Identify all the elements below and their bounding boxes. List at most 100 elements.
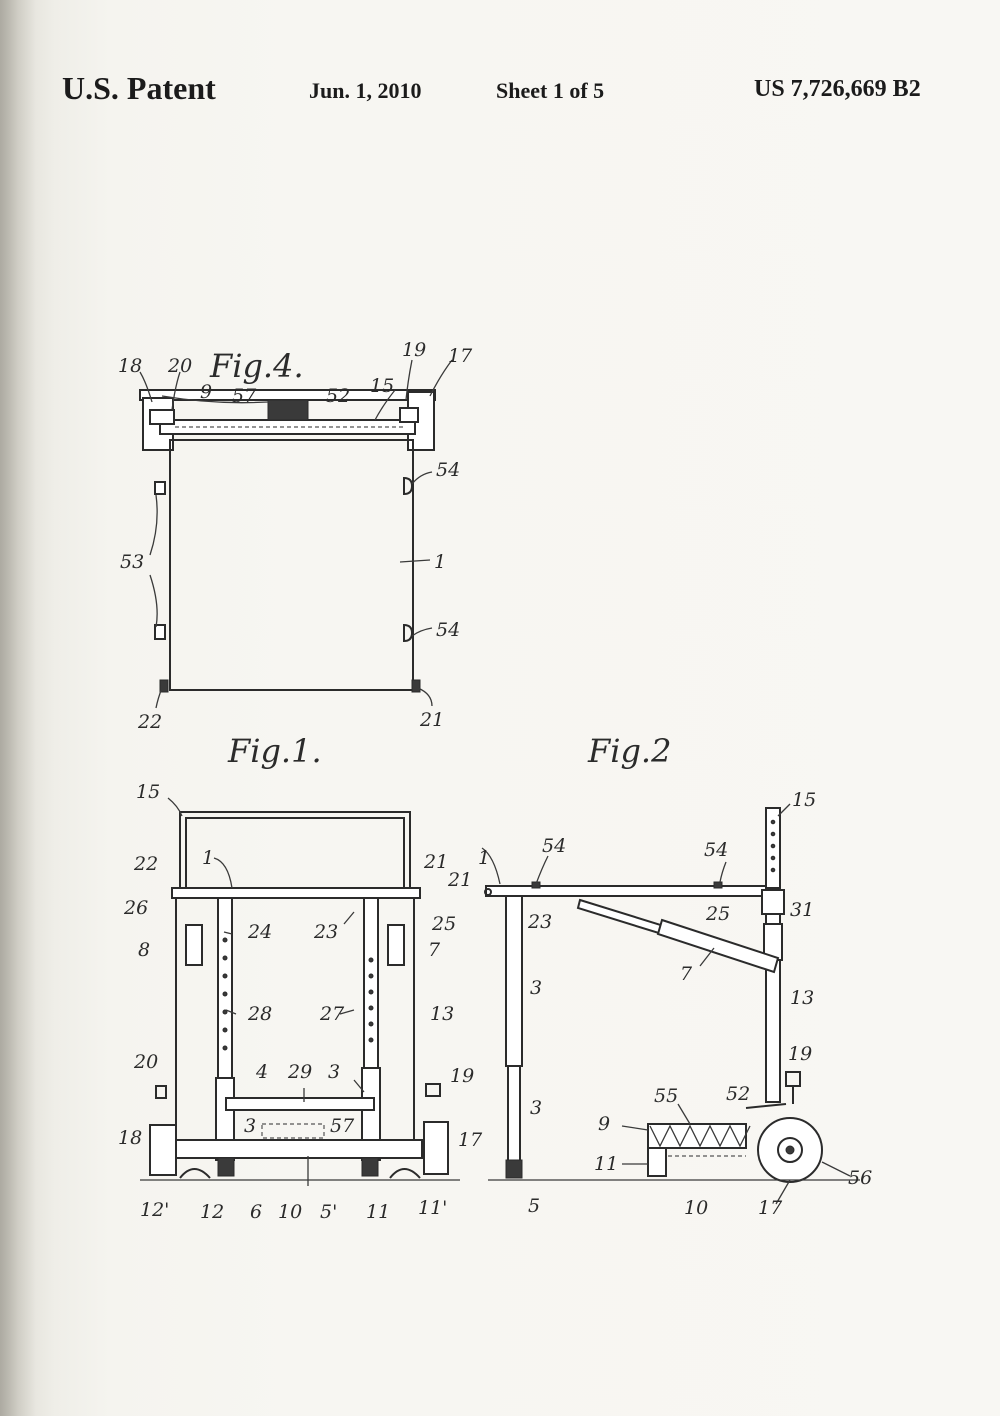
fig4-board	[169, 439, 414, 691]
fig2-ref-19: 19	[788, 1043, 812, 1065]
fig2-ref-1: 1	[478, 847, 490, 869]
fig4-leader-9	[161, 395, 283, 404]
figure-4: Fig.4.	[118, 339, 473, 733]
fig2-link-52	[745, 1103, 787, 1109]
fig2-ref-7: 7	[680, 963, 693, 985]
fig1-ref-28: 28	[247, 1003, 272, 1025]
fig4-leader-53	[149, 494, 158, 628]
fig4-ref-19: 19	[402, 339, 426, 361]
fig4-clamp	[267, 399, 309, 421]
fig2-leader-9	[621, 1125, 649, 1131]
fig4-ref-21: 21	[419, 709, 444, 731]
fig2-ref-23: 23	[527, 911, 552, 933]
header-sheet: Sheet 1 of 5	[496, 78, 605, 103]
fig1-ref-12: 12	[200, 1201, 224, 1223]
fig1-ref-1: 1	[202, 847, 214, 869]
fig4-leader-54a	[411, 471, 433, 485]
fig1-step-4	[225, 1097, 375, 1111]
fig2-ref-25: 25	[705, 903, 730, 925]
fig2-leg-upper	[505, 895, 523, 1067]
fig2-bracket-54b	[713, 881, 723, 889]
fig2-leg-lower	[507, 1065, 521, 1163]
page-binding-shadow	[0, 0, 36, 1416]
fig4-ref-54a: 54	[436, 459, 460, 481]
fig2-leader-55	[677, 1103, 691, 1125]
fig1-ref-4: 4	[255, 1061, 268, 1083]
fig1-leader-24-23	[223, 911, 355, 935]
fig4-leader-22	[155, 687, 163, 709]
fig4-leader-54b	[411, 627, 433, 637]
fig2-ref-31: 31	[790, 899, 814, 921]
fig1-ref-8: 8	[138, 939, 150, 961]
fig2-ref-55: 55	[654, 1085, 678, 1107]
fig4-ref-15: 15	[370, 375, 394, 397]
fig2-hinge-pin	[484, 888, 492, 896]
fig2-ref-3b: 3	[530, 1097, 542, 1119]
fig2-hinge-31	[761, 889, 785, 915]
figure-1: Fig.1.	[118, 732, 483, 1223]
fig4-leader-17	[429, 359, 453, 397]
fig1-ref-11: 11	[366, 1201, 390, 1223]
fig1-ref-21a: 21	[423, 851, 448, 873]
header-patent-number: US 7,726,669 B2	[754, 76, 921, 102]
fig4-ref-1: 1	[434, 551, 446, 573]
fig2-strut-rod	[576, 898, 666, 936]
fig4-ref-52: 52	[326, 385, 350, 407]
fig1-ref-24: 24	[247, 921, 272, 943]
fig1-leader-1	[213, 857, 233, 889]
fig4-bracket-54b	[403, 623, 414, 643]
fig4-leader-15	[374, 389, 396, 421]
fig1-ref-27: 27	[319, 1003, 345, 1025]
fig2-ref-54b: 54	[704, 839, 728, 861]
fig1-ref-25: 25	[431, 913, 456, 935]
fig4-hinge-53b	[154, 624, 166, 640]
fig2-handle-holes	[770, 819, 776, 873]
fig4-ref-18: 18	[118, 355, 142, 377]
fig2-ref-13: 13	[790, 987, 814, 1009]
fig1-ref-12prime: 12'	[140, 1199, 169, 1221]
fig1-strut-7	[387, 924, 405, 966]
fig4-ref-22: 22	[137, 711, 162, 733]
header-patent-label: U.S. Patent	[62, 70, 216, 106]
fig2-leader-54a	[535, 855, 549, 885]
fig1-strut-8	[185, 924, 203, 966]
fig2-ref-15: 15	[792, 789, 816, 811]
fig1-wheel-17	[423, 1121, 449, 1175]
fig2-ref-54a: 54	[542, 835, 566, 857]
fig2-ref-11: 11	[594, 1153, 618, 1175]
fig4-leader-21	[417, 687, 433, 707]
fig2-foot-5	[505, 1159, 523, 1179]
fig4-bracket-left	[149, 409, 175, 425]
figure-4-title: Fig.4.	[209, 347, 304, 385]
fig4-leader-1	[399, 559, 431, 563]
fig1-ref-13: 13	[430, 1003, 454, 1025]
fig1-ref-20: 20	[133, 1051, 158, 1073]
fig2-ref-9: 9	[598, 1113, 610, 1135]
fig4-bracket-right	[399, 407, 419, 423]
fig2-bracket-54a	[531, 881, 541, 889]
fig4-leader-18	[139, 371, 153, 403]
fig2-ref-5: 5	[528, 1195, 540, 1217]
fig4-ref-20: 20	[167, 355, 192, 377]
fig1-ref-10: 10	[278, 1201, 302, 1223]
figure-2: Fig.2	[478, 732, 872, 1219]
fig4-ref-54b: 54	[436, 619, 460, 641]
fig1-ref-7: 7	[428, 939, 441, 961]
fig1-ref-17: 17	[458, 1129, 483, 1151]
fig1-ref-57: 57	[330, 1115, 355, 1137]
fig1-foot-6	[217, 1157, 235, 1177]
fig1-brake-knobs	[155, 1083, 441, 1099]
fig1-ref-3b: 3	[244, 1115, 256, 1137]
fig1-ref-6: 6	[250, 1201, 262, 1223]
fig4-hinge-53a	[154, 481, 166, 495]
fig4-foot-22	[159, 679, 169, 693]
fig1-handle	[179, 811, 411, 888]
fig4-foot-21	[411, 679, 421, 693]
fig1-wheel-18	[149, 1124, 177, 1176]
fig1-leg-left-upper	[217, 897, 233, 1079]
fig2-step-foot-11	[647, 1147, 667, 1177]
fig1-foot-5	[361, 1157, 379, 1177]
fig4-ref-9: 9	[200, 381, 212, 403]
fig1-step-hidden	[261, 1123, 325, 1139]
